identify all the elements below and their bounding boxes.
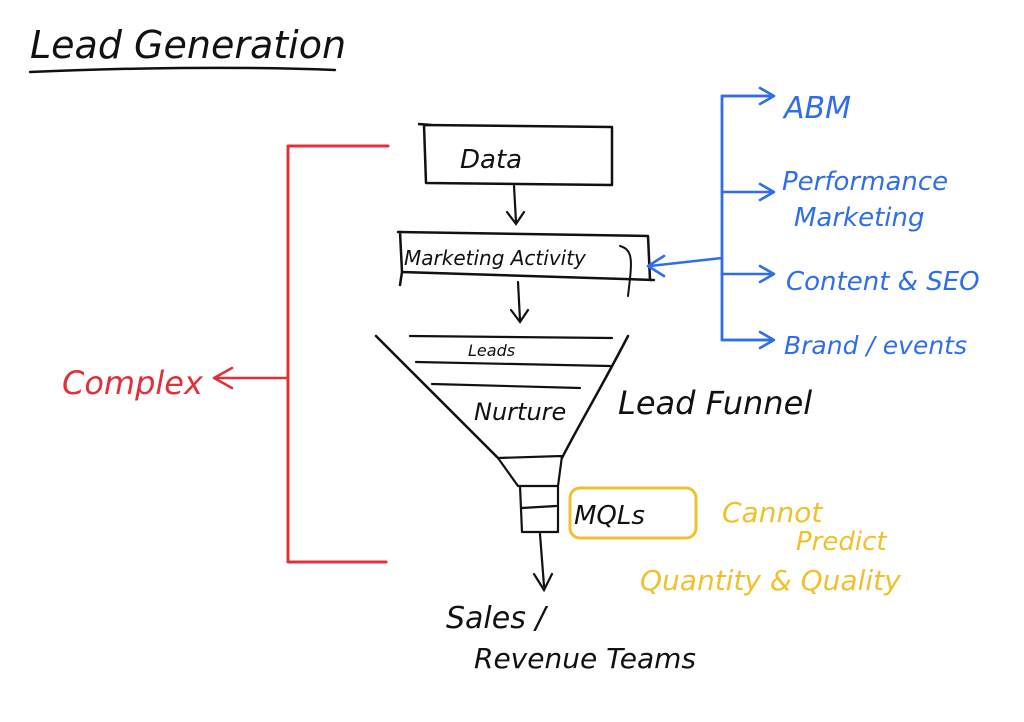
mqls-label: MQLs — [574, 501, 645, 531]
mql-note-group: Cannot Predict Quantity & Quality — [640, 496, 901, 597]
channel-arrow-content — [720, 264, 776, 284]
funnel-title-label: Lead Funnel — [618, 384, 812, 422]
funnel-nurture-label: Nurture — [474, 398, 566, 426]
channel-performance: Performance — [782, 167, 948, 197]
complex-bracket — [286, 144, 390, 564]
page-title: Lead Generation — [30, 23, 346, 67]
complex-bracket-group: Complex — [62, 144, 390, 564]
mql-note-line-3: Quantity & Quality — [640, 564, 901, 597]
channel-marketing: Marketing — [794, 203, 925, 233]
mqls-node: MQLs — [568, 486, 698, 540]
channels-group: ABM Performance Marketing Content & SEO … — [646, 86, 980, 360]
channel-arrow-performance — [720, 182, 776, 202]
title-underline — [28, 66, 337, 74]
complex-label: Complex — [62, 364, 204, 402]
channel-content-seo: Content & SEO — [786, 267, 980, 297]
data-node: Data — [417, 122, 614, 187]
data-box — [417, 122, 614, 187]
funnel-neck — [496, 454, 564, 534]
marketing-box — [396, 230, 656, 287]
channel-abm: ABM — [782, 91, 851, 126]
funnel-line-1 — [408, 334, 614, 340]
sales-line-1: Sales / — [446, 601, 548, 636]
funnel-leads-label: Leads — [468, 341, 515, 360]
mqls-box — [568, 486, 698, 540]
mql-note-line-1: Cannot — [722, 496, 823, 529]
funnel-line-2 — [414, 360, 612, 368]
funnel-right-edge — [560, 334, 630, 460]
channel-arrow-brand — [720, 330, 776, 350]
funnel-left-edge — [374, 334, 500, 460]
arrow-data-to-marketing — [505, 184, 526, 226]
channels-bracket — [720, 94, 772, 342]
mql-note-line-2: Predict — [796, 527, 887, 557]
arrow-marketing-to-leads — [509, 280, 530, 324]
sales-line-2: Revenue Teams — [474, 642, 696, 675]
marketing-node: Marketing Activity — [396, 230, 656, 297]
sales-output: Sales / Revenue Teams — [446, 601, 696, 675]
channel-arrow-abm — [720, 86, 776, 106]
data-label: Data — [460, 145, 522, 175]
arrow-to-sales — [532, 532, 554, 593]
lead-funnel: Leads Nurture Lead Funnel — [374, 334, 812, 534]
complex-arrow — [212, 366, 288, 390]
funnel-line-3 — [430, 382, 582, 390]
title-group: Lead Generation — [28, 23, 346, 74]
channel-brand-events: Brand / events — [784, 331, 967, 360]
marketing-label: Marketing Activity — [404, 246, 587, 270]
channels-to-marketing-arrow — [646, 254, 724, 278]
